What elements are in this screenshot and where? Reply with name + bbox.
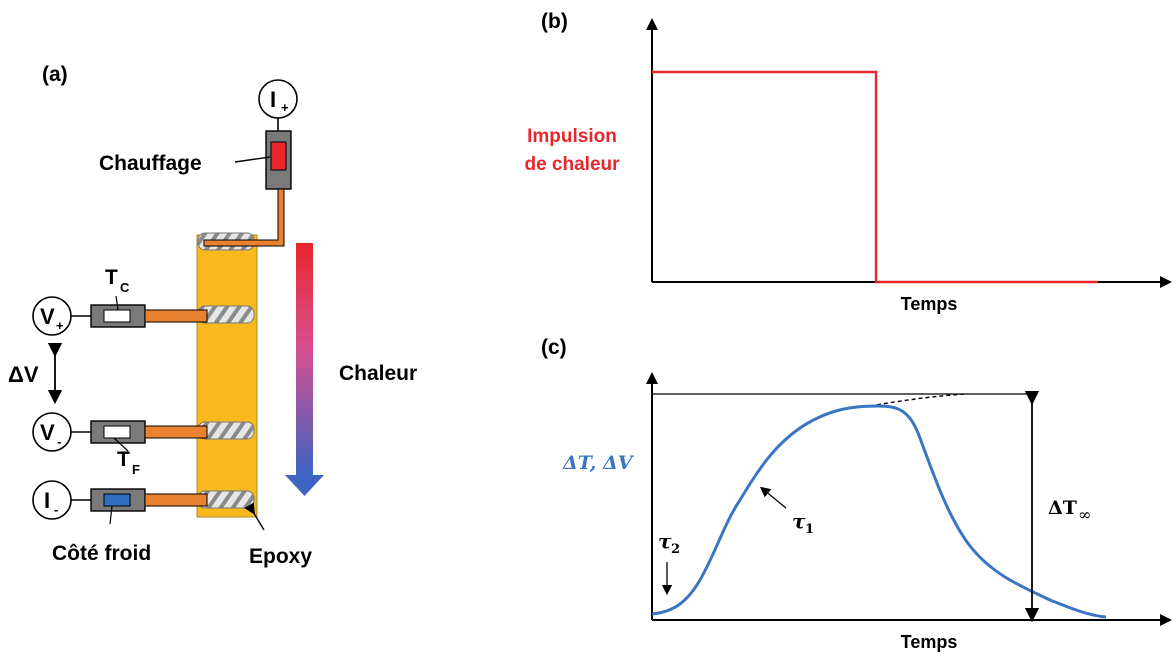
vminus-label: V	[40, 420, 55, 445]
panel-b: (b) Impulsion de chaleur Temps	[524, 10, 1172, 314]
sample-bar	[196, 234, 258, 518]
panel-c: (c) ΔT ∞ ΔT, ΔV τ 1 τ 2 Temps	[541, 336, 1172, 652]
heat-pulse-series	[652, 70, 1098, 284]
epoxy-label: Epoxy	[249, 545, 312, 568]
iminus-circle	[32, 480, 72, 520]
tau1-sub: 1	[805, 522, 814, 537]
panel-c-xlabel: Temps	[901, 632, 958, 652]
panel-b-label: (b)	[541, 10, 568, 33]
panel-a-label: (a)	[42, 63, 68, 86]
tau2-label: τ	[658, 529, 672, 553]
panel-b-ylabel-line1: Impulsion	[527, 126, 617, 147]
heater-terminal-sign: +	[281, 100, 289, 115]
cold-side-label: Côté froid	[52, 542, 151, 565]
panel-c-ylabel: ΔT, ΔV	[562, 452, 635, 474]
iminus-sign: -	[54, 502, 58, 517]
tf-sub: F	[132, 462, 140, 477]
panel-b-xlabel: Temps	[901, 294, 958, 314]
heat-flow-arrow-shaft	[296, 243, 313, 475]
delta-t-inf-sub: ∞	[1078, 505, 1091, 524]
vplus-label: V	[40, 304, 55, 329]
tc-label: T	[105, 266, 118, 289]
heat-label: Chaleur	[339, 362, 417, 385]
panel-a: (a) I + Chauffage V + T C	[8, 63, 417, 568]
iminus-label: I	[44, 488, 50, 513]
tc-cold-junction	[103, 425, 131, 439]
heater-wire	[203, 188, 285, 247]
response-curve	[651, 404, 1107, 619]
heater-label: Chauffage	[99, 152, 202, 175]
panel-c-label: (c)	[541, 336, 567, 359]
heater-terminal-label: I	[270, 87, 276, 112]
tau1-label: τ	[792, 509, 806, 533]
vplus-sign: +	[56, 318, 64, 333]
heater-terminal-circle	[258, 79, 298, 119]
delta-t-inf-label: ΔT	[1048, 497, 1077, 519]
tc-cold-wire	[144, 425, 208, 439]
vminus-sign: -	[57, 434, 61, 449]
tc-hot-junction	[103, 309, 131, 323]
heat-flow-arrow-head	[285, 475, 324, 496]
delta-v-label: ΔV	[8, 362, 39, 387]
tc-hot-wire	[144, 309, 208, 323]
heater-element	[270, 141, 287, 171]
cold-sink-wire	[144, 493, 208, 507]
tau1-pointer	[759, 486, 787, 509]
cold-sink-element	[103, 493, 131, 507]
tc-sub: C	[120, 280, 130, 295]
panel-b-ylabel-line2: de chaleur	[524, 154, 620, 175]
tf-label: T	[117, 448, 130, 471]
tau2-sub: 2	[671, 542, 680, 557]
extrapolation-dashed	[869, 393, 966, 407]
